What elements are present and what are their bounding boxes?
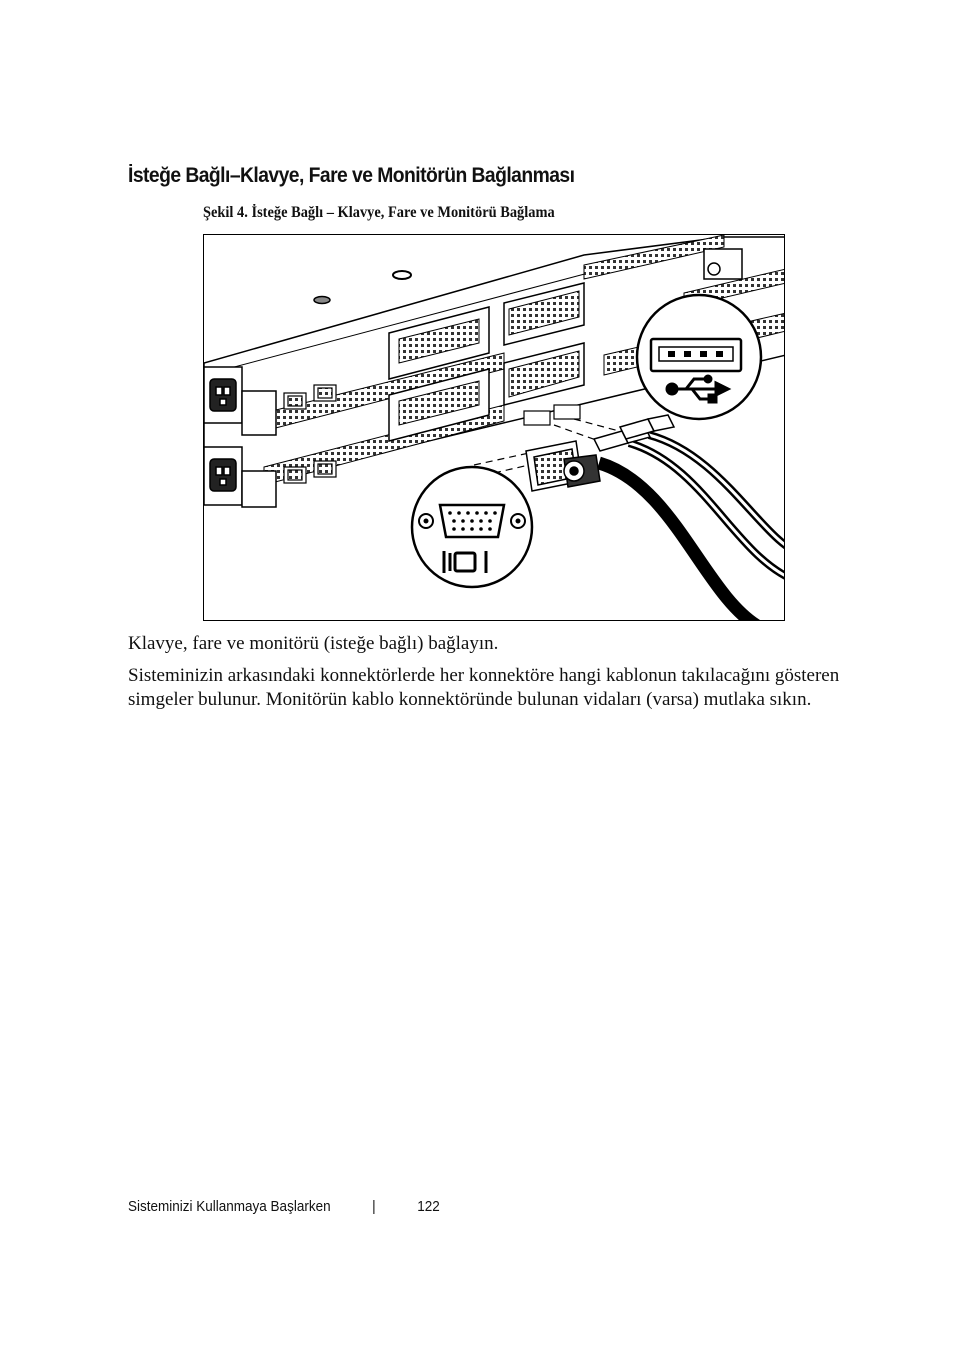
vga-callout: [410, 465, 534, 589]
usb-callout: [635, 293, 763, 421]
connection-illustration: [203, 234, 785, 621]
footer-separator: |: [372, 1198, 376, 1215]
usb-plugs: [592, 414, 676, 452]
section-heading: İsteğe Bağlı–Klavye, Fare ve Monitörün B…: [128, 164, 575, 187]
cables: [596, 431, 784, 620]
usb-icon: [665, 374, 732, 404]
page-number: 122: [417, 1198, 440, 1215]
vga-plug: [525, 440, 601, 492]
page-footer: Sisteminizi Kullanmaya Başlarken | 122: [128, 1198, 440, 1215]
description-paragraph: Sisteminizin arkasındaki konnektörlerde …: [128, 665, 840, 710]
vga-monitor-icon: [442, 551, 488, 573]
footer-title: Sisteminizi Kullanmaya Başlarken: [128, 1198, 331, 1215]
figure-caption: Şekil 4. İsteğe Bağlı – Klavye, Fare ve …: [203, 204, 555, 221]
instruction-paragraph: Klavye, fare ve monitörü (isteğe bağlı) …: [128, 633, 499, 654]
